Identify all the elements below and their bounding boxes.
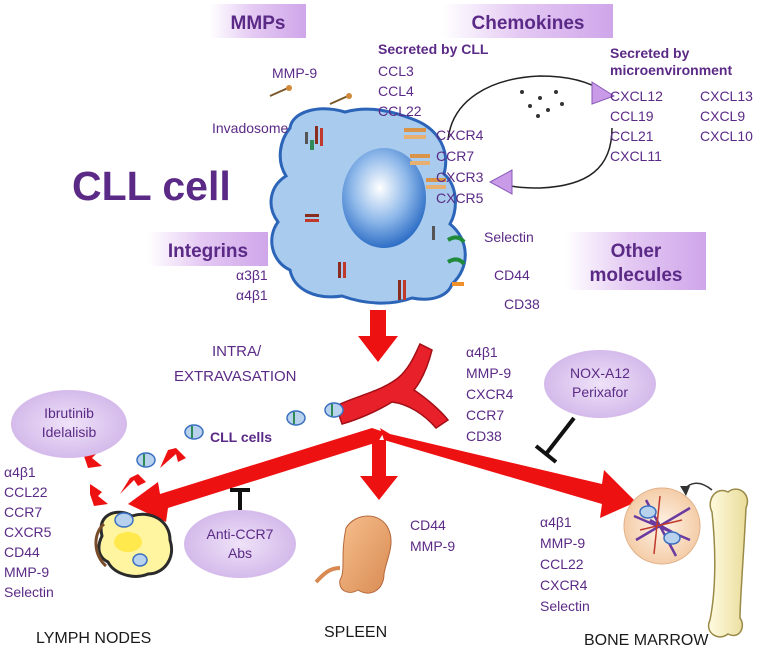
ccl21-label: CCL21 <box>610 128 654 144</box>
mmp9-label: MMP-9 <box>272 65 317 81</box>
arrow-to-bone-marrow <box>380 428 636 518</box>
integrins-label: Integrins <box>168 241 248 262</box>
secreted-by-micro-heading-1: Secreted by <box>610 45 690 61</box>
mmp9-molecule-icon <box>269 85 352 105</box>
ln-a4b1-label: α4β1 <box>4 464 36 480</box>
other-molecules-label-line1: Other <box>611 241 662 262</box>
bm-selectin-label: Selectin <box>540 598 590 614</box>
chemokine-receptor-icon <box>404 128 446 189</box>
ccr7-receptor-label: CCR7 <box>436 148 474 164</box>
intra-label: INTRA/ <box>212 343 262 360</box>
transit-ccr7-label: CCR7 <box>466 407 504 423</box>
arrow-to-lymph-nodes <box>128 428 384 522</box>
selectin-label: Selectin <box>484 229 534 245</box>
ln-ccr7-label: CCR7 <box>4 504 42 520</box>
bm-mmp9-label: MMP-9 <box>540 535 585 551</box>
mmps-label: MMPs <box>231 13 286 34</box>
ln-ccl22-label: CCL22 <box>4 484 48 500</box>
integrin-icon <box>305 214 435 300</box>
ccl3-label: CCL3 <box>378 63 414 79</box>
cxcr4-receptor-label: CXCR4 <box>436 127 484 143</box>
ln-selectin-label: Selectin <box>4 584 54 600</box>
integrins-label-box: Integrins <box>148 232 268 266</box>
other-molecules-label-box: Other molecules <box>566 232 706 290</box>
nucleus <box>342 148 426 248</box>
a3b1-label: α3β1 <box>236 267 268 283</box>
btk-inhibitor-bubble: Ibrutinib Idelalisib <box>11 390 127 458</box>
anti-ccr7-bubble: Anti-CCR7 Abs <box>184 510 296 578</box>
cxcl11-label: CXCL11 <box>610 148 662 164</box>
blood-vessel-icon <box>335 342 450 429</box>
cxcr4-inhibition-icon <box>534 416 576 464</box>
spleen-cd44-label: CD44 <box>410 517 446 533</box>
idelalisib-label: Idelalisib <box>42 424 97 440</box>
extravasation-label: EXTRAVASATION <box>174 368 297 385</box>
spleen-mmp9-label: MMP-9 <box>410 538 455 554</box>
transit-cxcr4-label: CXCR4 <box>466 386 514 402</box>
nox-a12-label: NOX-A12 <box>570 365 630 381</box>
cxcr4-antagonist-bubble: NOX-A12 Perixafor <box>544 350 656 418</box>
bm-a4b1-label: α4β1 <box>540 514 572 530</box>
bm-cxcr4-label: CXCR4 <box>540 577 588 593</box>
cxcr3-receptor-label: CXCR3 <box>436 169 484 185</box>
ln-mmp9-label: MMP-9 <box>4 564 49 580</box>
selectin-icon <box>446 235 466 286</box>
bone-marrow-title: BONE MARROW <box>584 632 709 649</box>
cxcl10-label: CXCL10 <box>700 128 753 144</box>
traveling-cll-cells <box>136 402 344 468</box>
mmps-label-box: MMPs <box>210 4 306 38</box>
ccl4-label: CCL4 <box>378 83 414 99</box>
invadosome-label: Invadosome <box>212 120 288 136</box>
cxcl13-label: CXCL13 <box>700 88 753 104</box>
chemokines-label: Chemokines <box>472 13 585 34</box>
cxcr5-receptor-label: CXCR5 <box>436 190 484 206</box>
perixafor-label: Perixafor <box>572 384 628 400</box>
lymph-nodes-title: LYMPH NODES <box>36 630 151 647</box>
cell-down-arrow <box>358 310 398 362</box>
chemokines-label-box: Chemokines <box>443 4 613 38</box>
bone-marrow-icon <box>623 487 701 565</box>
cd38-label: CD38 <box>504 296 540 312</box>
a4b1-label: α4β1 <box>236 287 268 303</box>
transit-cd38-label: CD38 <box>466 428 502 444</box>
chemokine-dots-icon <box>520 90 564 118</box>
arrow-to-spleen <box>360 440 398 500</box>
ccr7-inhibition-icon <box>230 488 250 510</box>
other-molecules-label-line2: molecules <box>590 265 683 286</box>
ln-cxcr5-label: CXCR5 <box>4 524 52 540</box>
chemokine-cycle-arrows <box>447 75 616 195</box>
spleen-icon <box>314 515 392 594</box>
transit-a4b1-label: α4β1 <box>466 344 498 360</box>
cll-cells-label: CLL cells <box>210 429 272 445</box>
membrane-receptors <box>305 126 466 300</box>
bm-ccl22-label: CCL22 <box>540 556 584 572</box>
transit-mmp9-label: MMP-9 <box>466 365 511 381</box>
migration-arrows <box>128 428 636 522</box>
ln-cd44-label: CD44 <box>4 544 40 560</box>
spleen-title: SPLEEN <box>324 624 387 641</box>
cd44-label: CD44 <box>494 267 530 283</box>
secreted-by-micro-heading-2: microenvironment <box>610 62 732 78</box>
anti-ccr7-label: Anti-CCR7 <box>207 526 274 542</box>
ccl22-label: CCL22 <box>378 103 422 119</box>
ibrutinib-label: Ibrutinib <box>44 405 94 421</box>
cxcl9-label: CXCL9 <box>700 108 745 124</box>
cxcl12-label: CXCL12 <box>610 88 663 104</box>
invadosome-icon <box>305 126 323 150</box>
ccl19-label: CCL19 <box>610 108 654 124</box>
abs-label: Abs <box>228 545 252 561</box>
secreted-by-cll-heading: Secreted by CLL <box>378 41 489 57</box>
cll-cell-title: CLL cell <box>72 163 231 209</box>
lymph-node-icon <box>94 510 173 578</box>
bone-icon <box>680 482 749 638</box>
